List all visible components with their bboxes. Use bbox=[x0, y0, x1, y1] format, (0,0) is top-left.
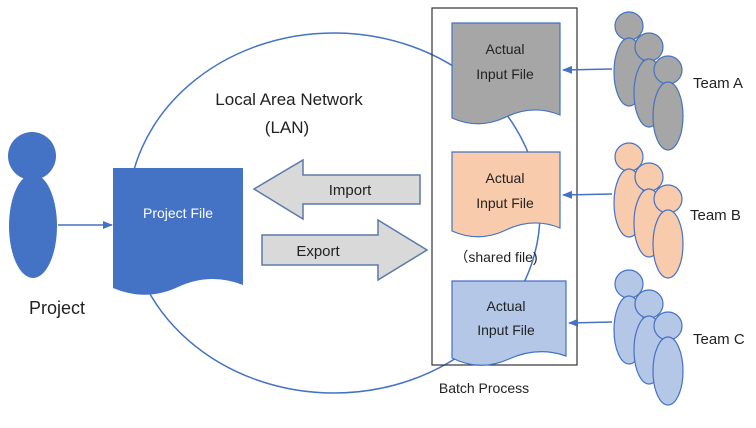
lan-label-line2: (LAN) bbox=[265, 118, 309, 137]
import-label: Import bbox=[329, 182, 372, 199]
input-file-c-line2: Input File bbox=[477, 322, 535, 338]
export-label: Export bbox=[296, 243, 340, 260]
input-file-team-b bbox=[451, 151, 561, 238]
team-b-people-icon bbox=[613, 142, 684, 279]
input-file-b-line1: Actual bbox=[486, 170, 525, 186]
batch-process-label: Batch Process bbox=[439, 380, 529, 396]
input-file-b-line2: Input File bbox=[476, 195, 534, 211]
team-b-label: Team B bbox=[690, 207, 741, 224]
input-file-a-line1: Actual bbox=[486, 41, 525, 57]
input-file-a-line2: Input File bbox=[476, 66, 534, 82]
project-person-icon bbox=[8, 132, 57, 278]
project-file-shape bbox=[113, 168, 243, 295]
input-file-team-a bbox=[451, 22, 561, 125]
lan-label-line1: Local Area Network bbox=[215, 90, 363, 109]
shared-file-note: （shared file) bbox=[454, 249, 537, 265]
batch-process-box bbox=[431, 7, 578, 366]
input-file-team-c bbox=[451, 280, 567, 366]
project-label: Project bbox=[29, 298, 85, 318]
team-c-people-icon bbox=[613, 269, 684, 406]
team-c-connector bbox=[568, 318, 613, 327]
import-arrow bbox=[252, 158, 421, 221]
team-a-label: Team A bbox=[693, 75, 743, 92]
team-c-label: Team C bbox=[693, 331, 745, 348]
input-file-c-line1: Actual bbox=[487, 298, 526, 314]
team-b-connector bbox=[562, 190, 613, 199]
team-a-people-icon bbox=[613, 11, 684, 151]
project-file-label: Project File bbox=[143, 205, 213, 221]
team-a-connector bbox=[562, 65, 613, 74]
export-arrow bbox=[261, 218, 429, 282]
